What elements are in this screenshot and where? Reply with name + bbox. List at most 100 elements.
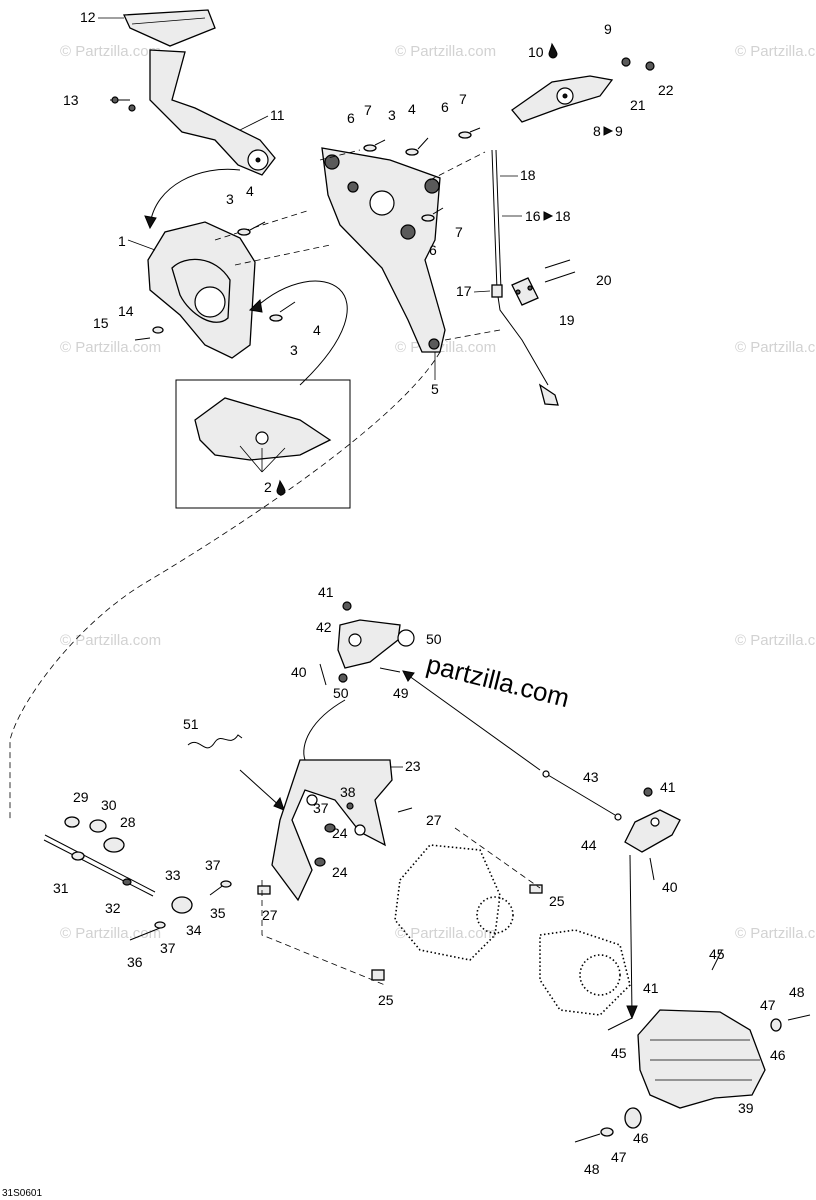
callout-37c: 37 (160, 940, 176, 956)
part-25-screw (529, 884, 543, 894)
jet-pump-housing (394, 844, 631, 1016)
part-43-rod (547, 774, 616, 816)
callout-47: 47 (760, 997, 776, 1013)
callout-50b: 50 (333, 685, 349, 701)
callout-11: 11 (270, 107, 285, 123)
callout-24b: 24 (332, 864, 348, 880)
callout-24: 24 (332, 825, 348, 841)
watermark: © Partzilla.com (735, 339, 816, 356)
callout-6c: 6 (429, 242, 437, 258)
alignment-line (214, 209, 311, 241)
part-41-nut (643, 787, 653, 797)
callout-3: 3 (226, 191, 234, 207)
callout-42: 42 (316, 619, 332, 635)
callout-22: 22 (658, 82, 674, 98)
callout-21: 21 (630, 97, 646, 113)
screw (111, 96, 119, 104)
diagram-code: 31S0601 (2, 1188, 42, 1199)
part-24-bushing (324, 823, 336, 833)
alignment-line (9, 351, 441, 820)
callout-48b: 48 (584, 1161, 600, 1177)
callout-15: 15 (93, 315, 109, 331)
assembly-arrow (404, 672, 541, 771)
callout-36: 36 (127, 954, 143, 970)
callout-40b: 40 (662, 879, 678, 895)
watermark: © Partzilla.com (395, 43, 496, 60)
callout-4: 4 (246, 183, 254, 199)
screw (128, 104, 136, 112)
part-23-support (271, 759, 393, 902)
part-38-nut (346, 802, 354, 810)
callout-4c: 4 (408, 101, 416, 117)
watermark: © Partzilla.com (60, 632, 161, 649)
alignment-line (234, 244, 331, 266)
callout-5: 5 (431, 381, 439, 397)
part-40-screw (649, 857, 655, 881)
part-5-bracket (321, 147, 446, 353)
callout-3c: 3 (388, 107, 396, 123)
part-18-rod (495, 149, 502, 291)
watermark: © Partzilla.com (735, 632, 816, 649)
callout-49: 49 (393, 685, 409, 701)
watermark: © Partzilla.com (735, 925, 816, 942)
callout-30: 30 (101, 797, 117, 813)
callout-51: 51 (183, 716, 199, 732)
part-17-clamp (491, 284, 503, 298)
callout-6b: 6 (441, 99, 449, 115)
part-8-lever (511, 75, 614, 123)
callout-10: 10 (528, 44, 544, 60)
part-27-screw (397, 807, 413, 813)
part-19-plate (511, 277, 539, 306)
drop-icon (548, 42, 558, 59)
part-20-screw (544, 271, 576, 283)
brand-watermark: partzilla.com (424, 649, 573, 713)
callout-41: 41 (318, 584, 334, 600)
part-41-nut (342, 601, 352, 611)
callout-29: 29 (73, 789, 89, 805)
callout-7c: 7 (455, 224, 463, 240)
linkage-parts (43, 816, 232, 941)
callout-18: 18 (520, 167, 536, 183)
assembly-arrow (303, 699, 346, 761)
callout-45b: 45 (611, 1045, 627, 1061)
part-25-screw (371, 969, 385, 981)
watermark: © Partzilla.com (735, 43, 816, 60)
part-18-rod (491, 149, 549, 386)
callout-35: 35 (210, 905, 226, 921)
callout-12: 12 (80, 9, 96, 25)
callout-8: 8 (593, 123, 601, 139)
part-20-screw (544, 259, 571, 269)
alignment-line (319, 149, 361, 161)
part-40-screw (319, 663, 327, 686)
part-51-spring (187, 734, 243, 749)
alignment-line (429, 151, 486, 181)
callout-9: 9 (604, 21, 612, 37)
callout-25: 25 (549, 893, 565, 909)
rod-end (538, 383, 559, 406)
assembly-arrow (254, 280, 348, 386)
assembly-arrow (149, 168, 241, 226)
callout-27: 27 (426, 812, 442, 828)
callout-25b: 25 (378, 992, 394, 1008)
part-24-bushing (314, 857, 326, 867)
callout-38: 38 (340, 784, 356, 800)
callout-32: 32 (105, 900, 121, 916)
callout-47b: 47 (611, 1149, 627, 1165)
assembly-arrow (239, 769, 283, 809)
callout-37: 37 (313, 800, 329, 816)
callout-46: 46 (770, 1047, 786, 1063)
callout-8-target: 9 (615, 123, 623, 139)
callout-labels: 12 13 11 1 3 4 14 15 4 3 6 7 3 4 6 7 7 6… (53, 9, 805, 1177)
callout-16-target: 18 (555, 208, 571, 224)
part-50-nut (338, 673, 348, 683)
watermark: © Partzilla.com (395, 339, 496, 356)
callout-39: 39 (738, 1100, 754, 1116)
callout-33: 33 (165, 867, 181, 883)
part-49-spacer (379, 667, 401, 673)
fastener-group (134, 127, 481, 341)
inset-detail (175, 379, 351, 509)
callout-31: 31 (53, 880, 69, 896)
part-39-gate (637, 1009, 766, 1109)
callout-19: 19 (559, 312, 575, 328)
callout-37b: 37 (205, 857, 221, 873)
